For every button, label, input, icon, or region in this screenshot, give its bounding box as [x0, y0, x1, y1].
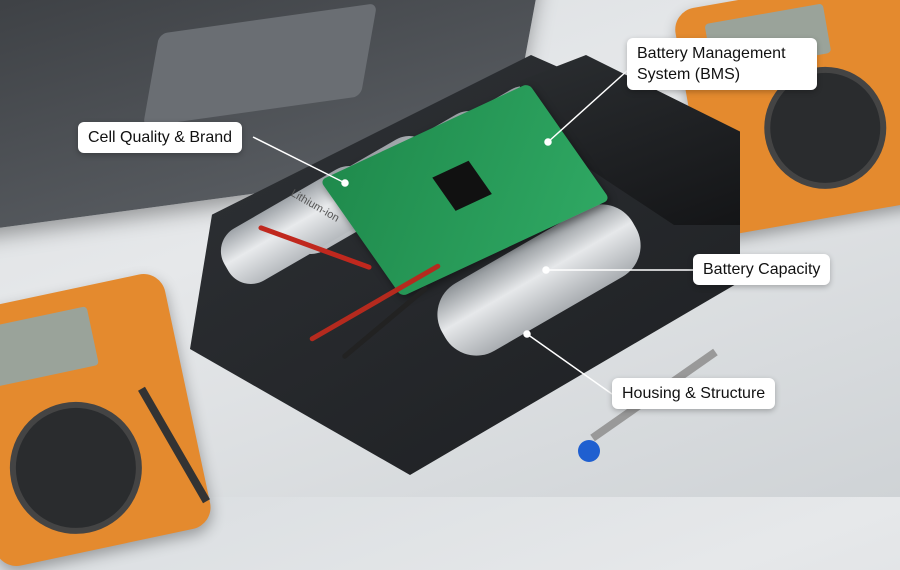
leader-dot-capacity	[542, 266, 550, 274]
leader-dot-cell-quality	[341, 179, 349, 187]
leader-lines	[0, 0, 900, 497]
leader-dot-bms	[544, 138, 552, 146]
leader-line-bms	[547, 69, 629, 143]
screwdriver-cap	[578, 440, 600, 462]
label-cell-quality: Cell Quality & Brand	[78, 122, 243, 153]
leader-line-housing	[526, 333, 613, 395]
leader-line-cell-quality	[252, 136, 346, 184]
label-battery-capacity: Battery Capacity	[693, 254, 831, 285]
label-housing-structure: Housing & Structure	[612, 378, 776, 409]
leader-dot-housing	[523, 330, 531, 338]
label-bms: Battery Management System (BMS)	[627, 38, 817, 90]
